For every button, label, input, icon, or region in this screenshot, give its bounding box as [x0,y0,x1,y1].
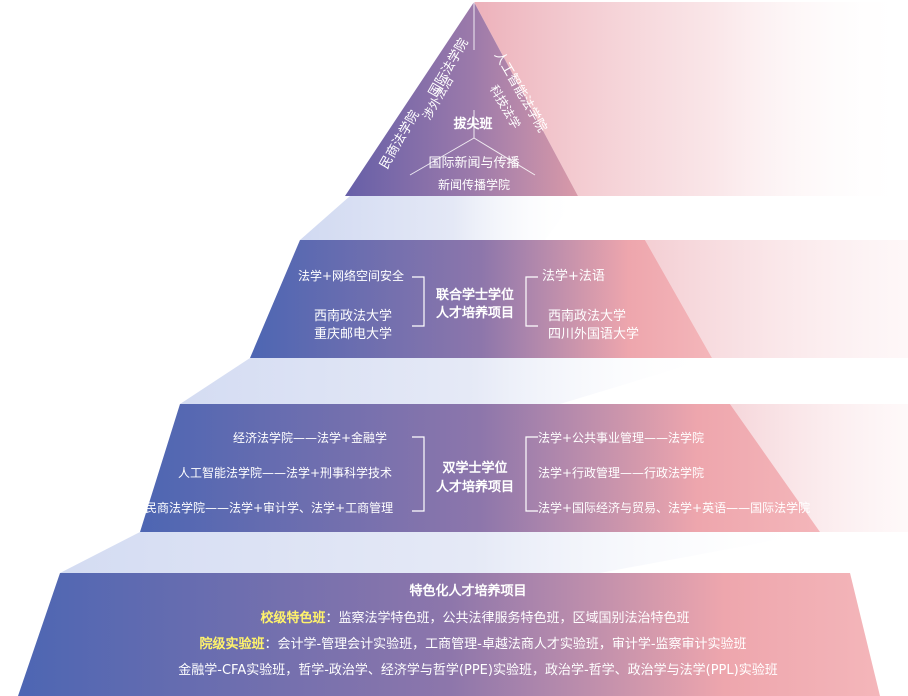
tier2-trapezoid [250,240,712,358]
tier2-title-line2: 人才培养项目 [435,306,515,321]
tier4-trapezoid [18,573,880,696]
tier3-right-1: 法学+公共事业管理——法学院 [538,431,705,445]
school-label: 校级特色班 [260,611,326,626]
tier2-right-bottom-1: 西南政法大学 [548,309,627,324]
tier2-title-line1: 联合学士学位 [435,288,515,303]
tier2-fade [645,240,908,358]
tier4-line4: 金融学-CFA实验班，哲学-政治学、经济学与哲学(PPE)实验班，政治学-哲学、… [178,663,778,678]
tier2-left-bottom-2: 重庆邮电大学 [314,327,393,342]
school-text: ：监察法学特色班，公共法律服务特色班，区域国别法治特色班 [325,611,690,626]
college-label: 院级实验班 [199,637,265,652]
tier3-trapezoid [140,404,820,532]
tier2-brackets [412,276,538,327]
tier4-title: 特色化人才培养项目 [409,584,527,599]
tier2-right-top: 法学+法语 [542,269,605,284]
top-title: 拔尖班 [453,117,493,132]
tier3-left-3: 民商法学院——法学+审计学、法学+工商管理 [145,501,394,515]
tier3-left-1: 经济法学院——法学+金融学 [233,431,388,445]
band-3 [60,532,820,573]
top-bottom-line1: 国际新闻与传播 [428,156,520,171]
tier3-left-2: 人工智能法学院——法学+刑事科学技术 [178,466,393,480]
tier4-college-line: 院级实验班：会计学-管理会计实验班，工商管理-卓越法商人才实验班，审计学-监察审… [199,638,746,651]
top-bottom-line2: 新闻传播学院 [437,178,511,192]
band-1 [300,196,578,240]
college-text: ：会计学-管理会计实验班，工商管理-卓越法商人才实验班，审计学-监察审计实验班 [264,637,747,652]
tier3-right-3: 法学+国际经济与贸易、法学+英语——国际法学院 [538,501,811,515]
tier3-fade [730,404,908,532]
band-2 [180,358,712,404]
tier4-school-line: 校级特色班：监察法学特色班，公共法律服务特色班，区域国别法治特色班 [260,612,689,625]
tier2-right-bottom-2: 四川外国语大学 [548,327,640,342]
top-fade [474,2,908,196]
tier3-brackets [412,436,538,512]
tier3-right-2: 法学+行政管理——行政法学院 [538,466,705,480]
top-triangle [345,2,578,196]
tier3-title-line1: 双学士学位 [442,461,508,476]
tier3-title-line2: 人才培养项目 [435,480,515,495]
top-dividers [409,2,536,176]
tier2-left-top: 法学+网络空间安全 [298,269,405,283]
tier2-left-bottom-1: 西南政法大学 [314,309,393,324]
